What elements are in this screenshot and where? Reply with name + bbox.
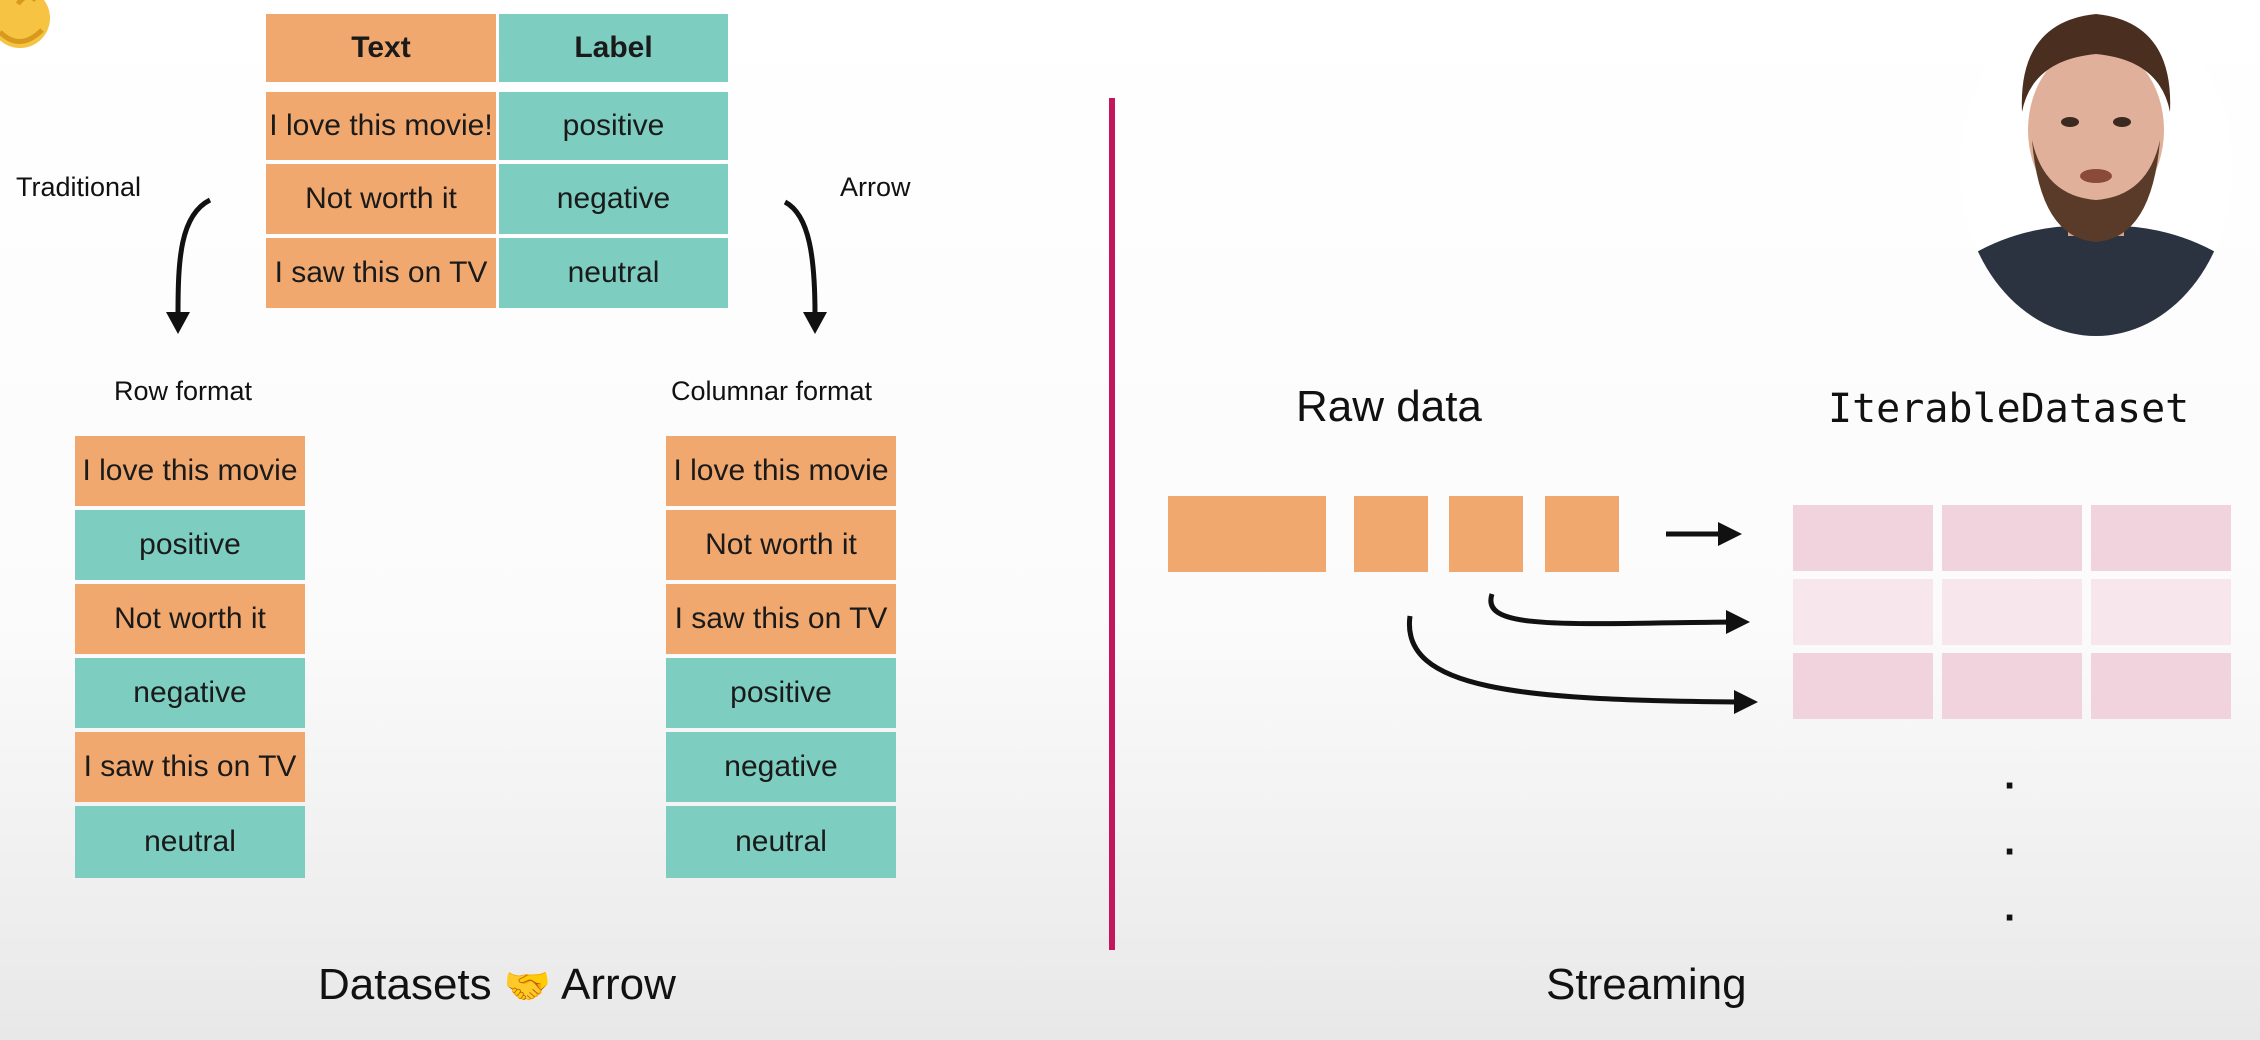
grid-cell bbox=[1793, 579, 1933, 645]
handshake-icon: 🤝 bbox=[503, 966, 552, 1008]
table-cell-label: negative bbox=[499, 164, 728, 234]
hand-emoji-icon bbox=[0, 0, 56, 56]
grid-cell bbox=[2091, 653, 2231, 719]
traditional-label: Traditional bbox=[16, 172, 142, 202]
arrow-arrow-icon bbox=[783, 199, 818, 316]
header-label: Label bbox=[499, 14, 728, 82]
columnar-format-title: Columnar format bbox=[671, 376, 873, 406]
columnar-cell-text: I saw this on TV bbox=[666, 584, 896, 654]
table-cell-text: Not worth it bbox=[266, 164, 496, 234]
grid-cell bbox=[1942, 653, 2082, 719]
table-cell-label: positive bbox=[499, 92, 728, 160]
streaming-caption: Streaming bbox=[1546, 960, 1747, 1009]
grid-cell bbox=[2091, 505, 2231, 571]
grid-cell bbox=[2091, 579, 2231, 645]
ellipsis-dot: · bbox=[2004, 830, 2018, 874]
grid-cell bbox=[1793, 653, 1933, 719]
caption-arrow: Arrow bbox=[561, 960, 676, 1009]
table-cell-text: I love this movie! bbox=[266, 92, 496, 160]
header-text: Text bbox=[266, 14, 496, 82]
raw-data-block bbox=[1545, 496, 1619, 572]
row-cell-text: I love this movie bbox=[75, 436, 305, 506]
raw-data-block bbox=[1449, 496, 1523, 572]
grid-cell bbox=[1793, 505, 1933, 571]
columnar-cell-text: I love this movie bbox=[666, 436, 896, 506]
row-cell-text: Not worth it bbox=[75, 584, 305, 654]
grid-cell bbox=[1942, 505, 2082, 571]
ellipsis-dot: · bbox=[2004, 764, 2018, 808]
curved-arrow-icon bbox=[1406, 615, 1739, 705]
row-cell-text: I saw this on TV bbox=[75, 732, 305, 802]
columnar-cell-text: Not worth it bbox=[666, 510, 896, 580]
columnar-cell-label: positive bbox=[666, 658, 896, 728]
grid-cell bbox=[1942, 579, 2082, 645]
row-cell-label: neutral bbox=[75, 806, 305, 878]
raw-data-title: Raw data bbox=[1296, 382, 1482, 431]
columnar-cell-label: neutral bbox=[666, 806, 896, 878]
raw-data-block bbox=[1168, 496, 1326, 572]
caption-datasets: Datasets bbox=[318, 960, 492, 1009]
iterable-dataset-title: IterableDataset bbox=[1828, 386, 2190, 432]
traditional-arrow-icon bbox=[175, 197, 212, 316]
ellipsis-dot: · bbox=[2004, 896, 2018, 940]
arrow-label: Arrow bbox=[840, 172, 911, 202]
table-cell-label: neutral bbox=[499, 238, 728, 308]
curved-arrow-icon bbox=[1488, 593, 1731, 627]
row-cell-label: positive bbox=[75, 510, 305, 580]
row-cell-label: negative bbox=[75, 658, 305, 728]
presenter-video bbox=[1960, 0, 2232, 336]
row-format-title: Row format bbox=[114, 376, 253, 406]
table-cell-text: I saw this on TV bbox=[266, 238, 496, 308]
columnar-cell-label: negative bbox=[666, 732, 896, 802]
datasets-arrow-caption: Datasets 🤝 Arrow bbox=[318, 960, 676, 1010]
raw-data-block bbox=[1354, 496, 1428, 572]
